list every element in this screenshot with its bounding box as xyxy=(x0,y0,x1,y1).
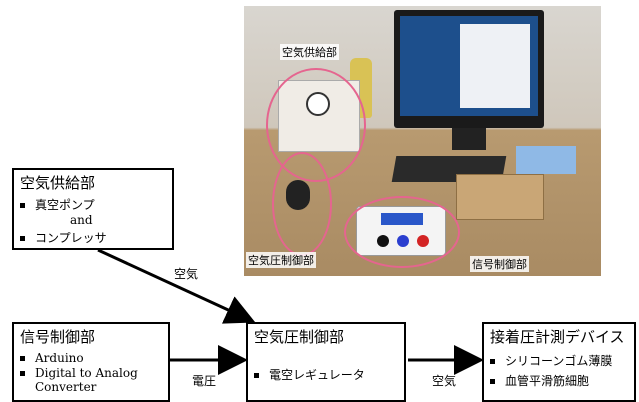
bullet-icon xyxy=(20,371,25,376)
list-item: Arduino xyxy=(20,351,84,365)
edge-label-voltage: 電圧 xyxy=(192,374,217,388)
box-title: 接着圧計測デバイス xyxy=(490,328,625,346)
bullet-icon xyxy=(490,379,495,384)
monitor xyxy=(394,10,544,128)
blue-tray xyxy=(516,146,576,174)
bullet-icon xyxy=(20,203,25,208)
list-item: 真空ポンプ xyxy=(20,196,95,213)
cardboard-device xyxy=(456,174,544,220)
photo-label-pressure-control: 空気圧制御部 xyxy=(246,252,316,268)
list-item: 電空レギュレータ xyxy=(254,366,365,383)
list-item: Digital to Analog xyxy=(20,366,138,380)
monitor-stand xyxy=(452,128,486,150)
box-air-supply: 空気供給部 真空ポンプ and コンプレッサ xyxy=(12,168,174,250)
edge-label-air-2: 空気 xyxy=(432,374,457,388)
box-title: 信号制御部 xyxy=(20,328,96,346)
photo-label-signal-control: 信号制御部 xyxy=(470,256,529,272)
list-subitem: Converter xyxy=(35,380,97,394)
list-subitem: and xyxy=(70,213,93,227)
bullet-icon xyxy=(20,356,25,361)
bullet-icon xyxy=(20,236,25,241)
highlight-signal-control xyxy=(344,196,460,268)
bullet-icon xyxy=(254,373,259,378)
box-measurement: 接着圧計測デバイス シリコーンゴム薄膜 血管平滑筋細胞 xyxy=(482,322,636,402)
box-pressure-control: 空気圧制御部 電空レギュレータ xyxy=(246,322,406,402)
list-item: コンプレッサ xyxy=(20,229,107,246)
edge-label-air: 空気 xyxy=(174,267,199,281)
photo-label-air-supply: 空気供給部 xyxy=(280,44,339,60)
box-title: 空気供給部 xyxy=(20,174,96,192)
apparatus-photo: 空気供給部 空気圧制御部 信号制御部 xyxy=(244,6,601,276)
list-item: 血管平滑筋細胞 xyxy=(490,372,589,389)
bullet-icon xyxy=(490,359,495,364)
box-signal-control: 信号制御部 Arduino Digital to Analog Converte… xyxy=(12,322,170,402)
arrow-air-supply-to-pressure xyxy=(97,248,256,324)
list-item: シリコーンゴム薄膜 xyxy=(490,352,612,369)
box-title: 空気圧制御部 xyxy=(254,328,345,346)
